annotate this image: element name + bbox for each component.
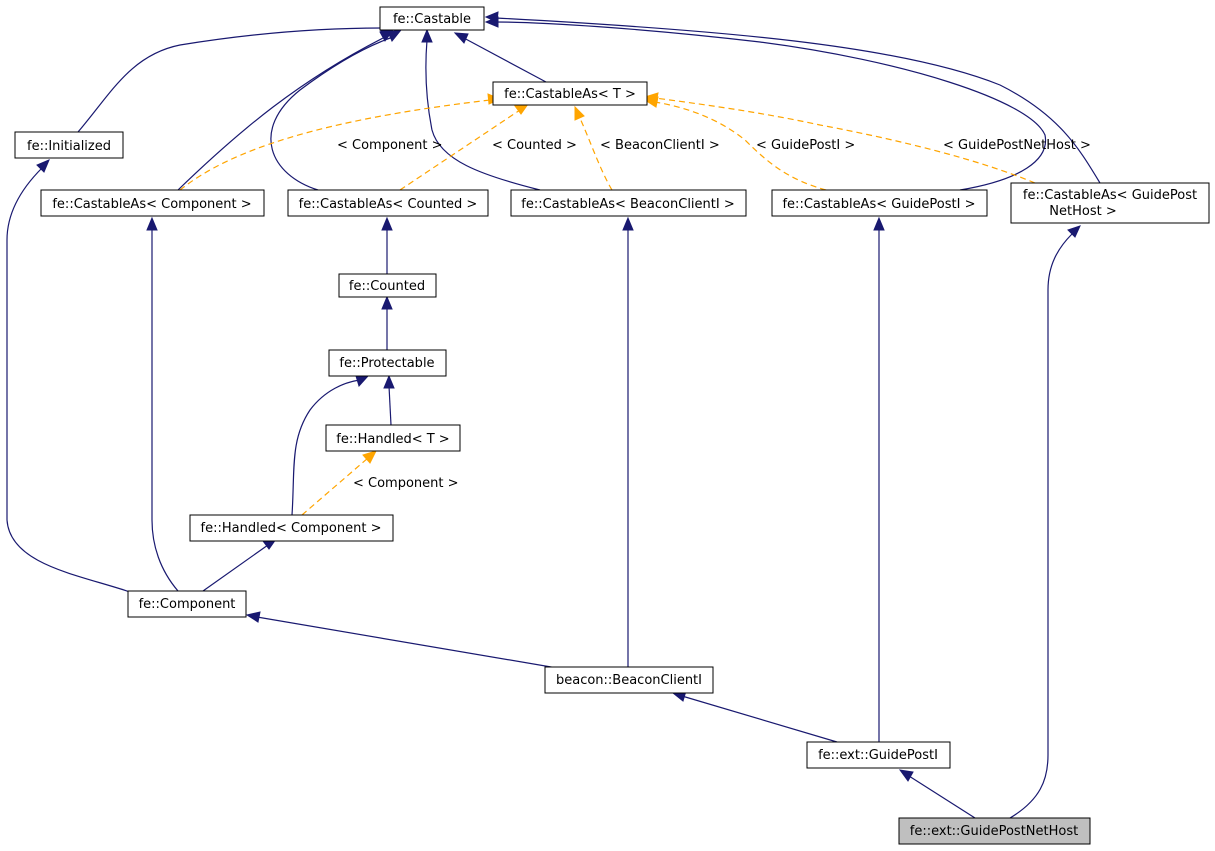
edge-handled-component-to-protectable xyxy=(291,379,361,516)
edge-template-nethost xyxy=(654,97,1036,184)
arrowhead xyxy=(381,295,393,310)
svg-text:fe::ext::GuidePostI: fe::ext::GuidePostI xyxy=(818,748,938,763)
edge-component-to-handled-component xyxy=(202,544,269,592)
svg-text:fe::CastableAs< BeaconClientI: fe::CastableAs< BeaconClientI > xyxy=(521,197,734,212)
node-handled-t[interactable]: fe::Handled< T > xyxy=(325,424,461,452)
node-castable-as-nethost[interactable]: fe::CastableAs< GuidePost NetHost > xyxy=(1010,182,1210,224)
edge-label-component: < Component > xyxy=(337,138,443,153)
edge-labels: < Component > < Counted > < BeaconClient… xyxy=(337,138,1091,491)
svg-text:fe::Protectable: fe::Protectable xyxy=(339,356,434,371)
node-protectable[interactable]: fe::Protectable xyxy=(328,349,447,377)
edge-template-component xyxy=(179,99,491,191)
node-castable-as-counted[interactable]: fe::CastableAs< Counted > xyxy=(287,189,489,217)
node-component[interactable]: fe::Component xyxy=(127,590,247,618)
svg-text:fe::Handled< T >: fe::Handled< T > xyxy=(336,432,449,447)
arrowhead xyxy=(574,105,585,121)
svg-text:fe::CastableAs< GuidePost: fe::CastableAs< GuidePost xyxy=(1023,188,1197,203)
svg-text:fe::CastableAs< Counted >: fe::CastableAs< Counted > xyxy=(299,197,478,212)
arrowhead xyxy=(643,92,659,104)
edge-handled-t-to-protectable xyxy=(388,385,392,426)
arrowhead xyxy=(453,32,469,44)
edge-castableas-nethost-to-castable xyxy=(495,17,1101,184)
edge-label-guidepost: < GuidePostI > xyxy=(756,138,855,153)
edge-nethost-to-guidepost xyxy=(908,775,976,819)
svg-text:NetHost >: NetHost > xyxy=(1049,204,1116,219)
arrowhead xyxy=(484,11,499,23)
arrowhead xyxy=(383,374,395,389)
arrowhead xyxy=(421,28,433,43)
edge-label-handled-component: < Component > xyxy=(353,476,459,491)
arrowhead xyxy=(355,375,370,387)
inheritance-edges xyxy=(6,11,1101,819)
node-castable-as-beacon[interactable]: fe::CastableAs< BeaconClientI > xyxy=(510,189,747,217)
edge-template-handled-component xyxy=(301,457,369,516)
arrowhead xyxy=(381,216,393,231)
edge-template-guidepost xyxy=(654,101,827,191)
edge-component-to-castableas-component xyxy=(151,228,179,592)
edge-castableas-component-to-castable xyxy=(177,36,386,191)
node-castable-as-guidepost[interactable]: fe::CastableAs< GuidePostI > xyxy=(771,189,988,217)
svg-text:fe::ext::GuidePostNetHost: fe::ext::GuidePostNetHost xyxy=(910,824,1078,839)
node-castable-as-t[interactable]: fe::CastableAs< T > xyxy=(492,81,648,106)
node-castable-as-component[interactable]: fe::CastableAs< Component > xyxy=(40,189,265,217)
node-guidepost-nethost[interactable]: fe::ext::GuidePostNetHost xyxy=(898,817,1091,845)
edge-castableas-t-to-castable xyxy=(461,36,547,83)
svg-text:fe::Castable: fe::Castable xyxy=(393,12,471,27)
arrowhead xyxy=(362,450,377,464)
node-initialized[interactable]: fe::Initialized xyxy=(14,131,124,159)
arrowhead xyxy=(622,216,634,231)
edge-template-counted xyxy=(399,109,521,191)
edge-beacon-to-component xyxy=(256,616,558,669)
edge-nethost-to-castableas-nethost xyxy=(1009,233,1073,819)
arrowhead xyxy=(387,29,403,42)
arrowhead xyxy=(245,611,261,623)
svg-text:fe::Counted: fe::Counted xyxy=(349,279,425,294)
node-counted[interactable]: fe::Counted xyxy=(338,273,437,298)
svg-text:fe::CastableAs< T >: fe::CastableAs< T > xyxy=(504,87,636,102)
template-edges xyxy=(179,92,1036,516)
edge-label-nethost: < GuidePostNetHost > xyxy=(943,138,1091,153)
edge-castableas-beacon-to-castable xyxy=(425,39,541,191)
arrowhead xyxy=(873,216,885,231)
edge-castableas-guidepost-to-castable xyxy=(495,21,1047,191)
arrowhead xyxy=(1067,225,1081,238)
edge-castableas-counted-to-castable xyxy=(270,36,394,191)
svg-text:fe::Component: fe::Component xyxy=(139,597,236,612)
node-castable[interactable]: fe::Castable xyxy=(379,6,485,31)
edge-label-counted: < Counted > xyxy=(492,138,577,153)
arrowhead xyxy=(36,159,50,173)
svg-text:fe::CastableAs< Component >: fe::CastableAs< Component > xyxy=(52,197,251,212)
edge-template-beacon xyxy=(578,115,613,191)
edge-initialized-to-castable xyxy=(77,27,383,133)
node-guidepost[interactable]: fe::ext::GuidePostI xyxy=(806,741,951,769)
edge-component-to-initialized xyxy=(6,167,131,593)
edge-label-beacon: < BeaconClientI > xyxy=(600,138,720,153)
node-handled-component[interactable]: fe::Handled< Component > xyxy=(189,514,394,542)
svg-text:fe::Initialized: fe::Initialized xyxy=(27,139,111,154)
arrowhead xyxy=(146,216,158,231)
nodes: fe::Castable fe::CastableAs< T > fe::Ini… xyxy=(14,6,1210,845)
node-beacon-client[interactable]: beacon::BeaconClientI xyxy=(544,666,714,694)
arrowhead xyxy=(898,769,914,782)
svg-text:fe::Handled< Component >: fe::Handled< Component > xyxy=(201,521,382,536)
svg-text:fe::CastableAs< GuidePostI >: fe::CastableAs< GuidePostI > xyxy=(782,197,975,212)
svg-text:beacon::BeaconClientI: beacon::BeaconClientI xyxy=(556,673,702,688)
edge-guidepost-to-beacon xyxy=(681,695,838,743)
